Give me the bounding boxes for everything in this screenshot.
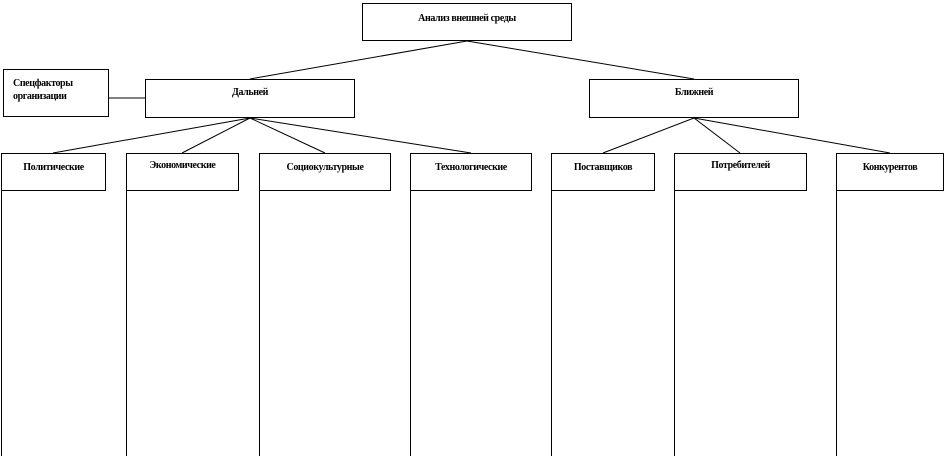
root-node: Анализ внешней среды (362, 3, 572, 41)
suppliers-label: Поставщиков (573, 162, 633, 173)
consumers-label: Потребителей (711, 160, 770, 171)
sociocultural-factors-label: Социокультурные (286, 162, 364, 173)
competitors-node: Конкурентов (836, 153, 944, 191)
political-factors-node: Политические (1, 153, 106, 191)
connector-far-tech (249, 117, 472, 154)
connector-far-political (52, 117, 251, 154)
specfactors-node: Спецфакторы организации (3, 69, 109, 117)
specfactors-node-label: Спецфакторы организации (13, 78, 73, 102)
connector-near-competitors (693, 117, 891, 154)
connector-near-consumers (693, 117, 741, 154)
technological-factors-label: Технологические (435, 162, 507, 173)
suppliers-node: Поставщиков (551, 153, 655, 191)
connector-near-suppliers (602, 117, 695, 154)
connector-root-near (466, 40, 695, 80)
connector-far-economic (181, 117, 251, 154)
sociocultural-factors-node: Социокультурные (259, 153, 391, 191)
political-factors-label: Политические (23, 162, 84, 173)
far-environment-label: Дальней (231, 87, 269, 98)
technological-factors-node: Технологические (410, 153, 532, 191)
connector-root-far (249, 40, 468, 80)
root-node-label: Анализ внешней среды (418, 13, 516, 24)
competitors-label: Конкурентов (862, 162, 918, 173)
economic-factors-label: Экономические (149, 160, 216, 171)
consumers-node: Потребителей (674, 153, 807, 191)
economic-factors-node: Экономические (126, 153, 239, 191)
near-environment-label: Ближней (674, 87, 714, 98)
connector-far-socio (249, 117, 326, 154)
far-environment-node: Дальней (145, 79, 355, 118)
near-environment-node: Ближней (589, 79, 799, 118)
